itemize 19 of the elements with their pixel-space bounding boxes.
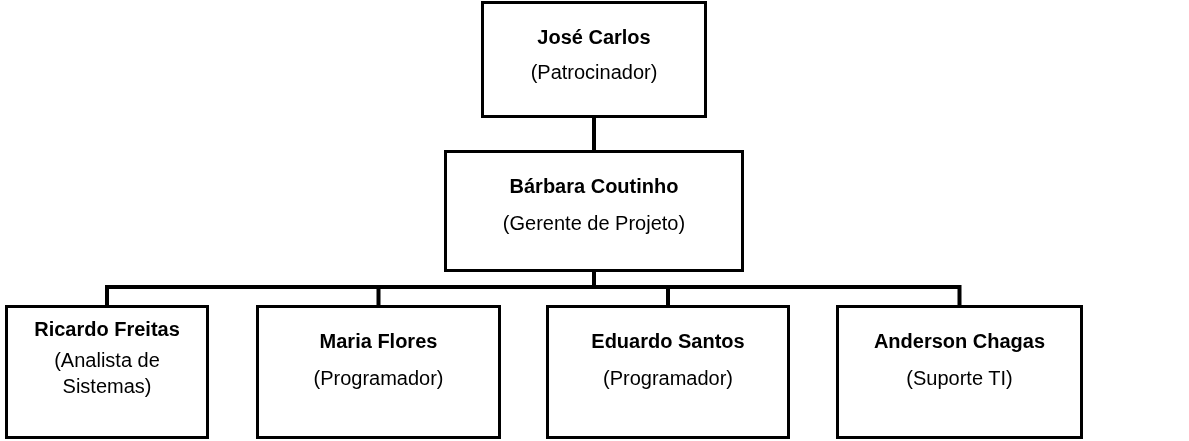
org-box	[256, 305, 501, 439]
person-name: Eduardo Santos	[591, 330, 745, 353]
role-label: (Gerente de Projeto)	[502, 211, 686, 236]
org-box	[546, 305, 790, 439]
person-name: Anderson Chagas	[873, 330, 1046, 353]
org-box	[444, 150, 744, 272]
org-box	[836, 305, 1083, 439]
role-label: (Patrocinador)	[530, 60, 658, 85]
org-box	[481, 1, 707, 118]
role-label: (Analista de Sistemas)	[53, 348, 161, 399]
person-name: José Carlos	[537, 26, 651, 49]
person-name: Maria Flores	[319, 330, 438, 353]
role-label: (Suporte TI)	[906, 366, 1013, 391]
connector-line	[592, 118, 596, 150]
org-box	[5, 305, 209, 439]
role-label: (Programador)	[602, 366, 733, 391]
role-label: (Programador)	[313, 366, 444, 391]
person-name: Ricardo Freitas	[34, 318, 180, 341]
person-name: Bárbara Coutinho	[509, 175, 679, 198]
